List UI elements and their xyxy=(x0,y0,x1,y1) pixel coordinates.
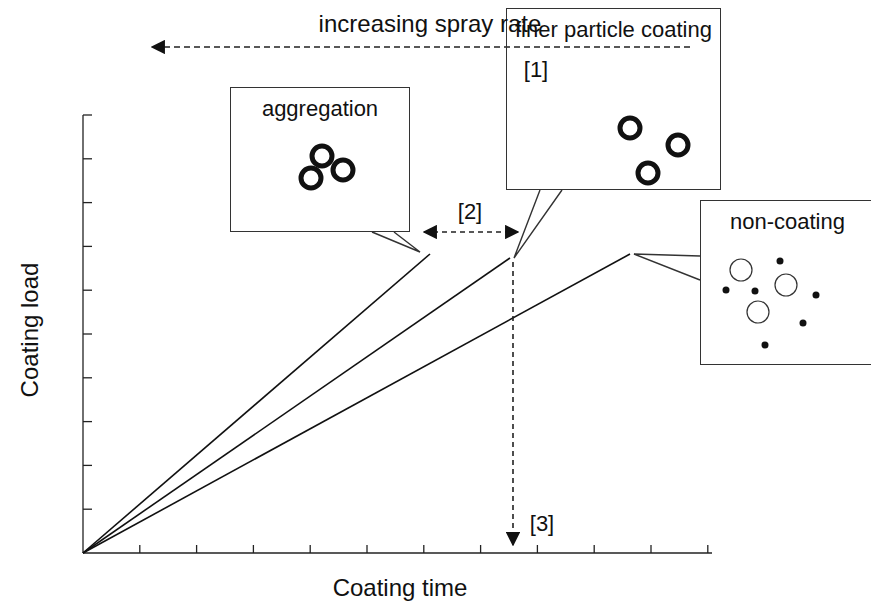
callout-box: aggregation xyxy=(230,87,410,232)
series-lines xyxy=(83,254,630,553)
callout-title: aggregation xyxy=(231,88,409,122)
callout-number: [2] xyxy=(458,200,482,224)
callout-box: non-coating xyxy=(700,200,871,365)
axes xyxy=(83,115,712,553)
uncoated-particles xyxy=(723,258,820,349)
range-arrow xyxy=(424,231,518,233)
callout-tails xyxy=(372,190,700,280)
callout-number: [3] xyxy=(530,512,554,536)
spray-rate-arrow xyxy=(152,46,690,48)
callout-title: non-coating xyxy=(701,201,871,235)
axis-title: Coating load xyxy=(17,263,43,398)
coated-particles xyxy=(620,118,688,183)
time-arrow xyxy=(512,262,514,545)
axis-title: Coating time xyxy=(333,575,468,601)
direction-label: increasing spray rate xyxy=(319,11,542,37)
callout-number: [1] xyxy=(524,58,548,82)
aggregated-particles xyxy=(301,146,353,188)
